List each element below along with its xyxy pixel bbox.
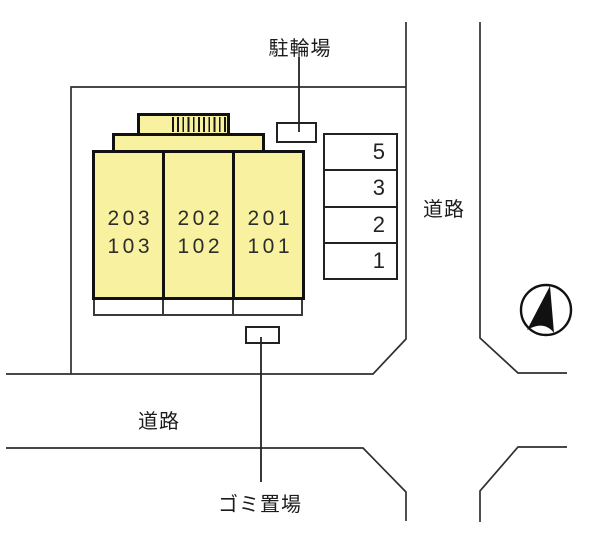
parking-space-2: 2 — [325, 208, 396, 244]
road-edge-line — [6, 22, 407, 375]
building-main-block: 203 103 202 102 201 101 — [92, 150, 305, 300]
entrance-cell — [164, 300, 234, 314]
entrance-cell — [95, 300, 165, 314]
unit-number-lower: 103 — [107, 234, 154, 258]
unit-number-upper: 201 — [247, 207, 294, 231]
unit-number-upper: 203 — [107, 207, 154, 231]
parking-space-5: 5 — [325, 135, 396, 172]
garbage-area-label: ゴミ置場 — [218, 494, 302, 516]
garbage-box — [245, 326, 280, 344]
staircase-hatch — [172, 117, 228, 132]
unit-number-lower: 101 — [247, 234, 294, 258]
road-edge-line — [479, 22, 567, 374]
parking-space-number: 1 — [372, 247, 385, 273]
road-label-bottom: 道路 — [138, 411, 180, 433]
property-boundary-line — [70, 86, 406, 374]
road-edge-line — [479, 446, 567, 522]
parking-space-number: 3 — [372, 175, 385, 201]
north-arrow-icon — [519, 283, 573, 337]
road-edge-line — [6, 447, 407, 521]
parking-space-number: 5 — [372, 139, 385, 165]
unit-201-101: 201 101 — [235, 153, 302, 297]
parking-lot: 5 3 2 1 — [323, 133, 398, 280]
parking-space-number: 2 — [372, 211, 385, 237]
entrance-cell — [234, 300, 301, 314]
unit-203-103: 203 103 — [95, 153, 165, 297]
bicycle-parking-box — [276, 122, 317, 143]
bicycle-parking-label: 駐輪場 — [268, 38, 332, 60]
unit-number-upper: 202 — [177, 207, 224, 231]
parking-space-1: 1 — [325, 244, 396, 278]
unit-number-lower: 102 — [177, 234, 224, 258]
building-entrance-strip — [93, 300, 303, 316]
unit-202-102: 202 102 — [165, 153, 235, 297]
parking-space-3: 3 — [325, 171, 396, 208]
road-label-right: 道路 — [423, 199, 465, 221]
